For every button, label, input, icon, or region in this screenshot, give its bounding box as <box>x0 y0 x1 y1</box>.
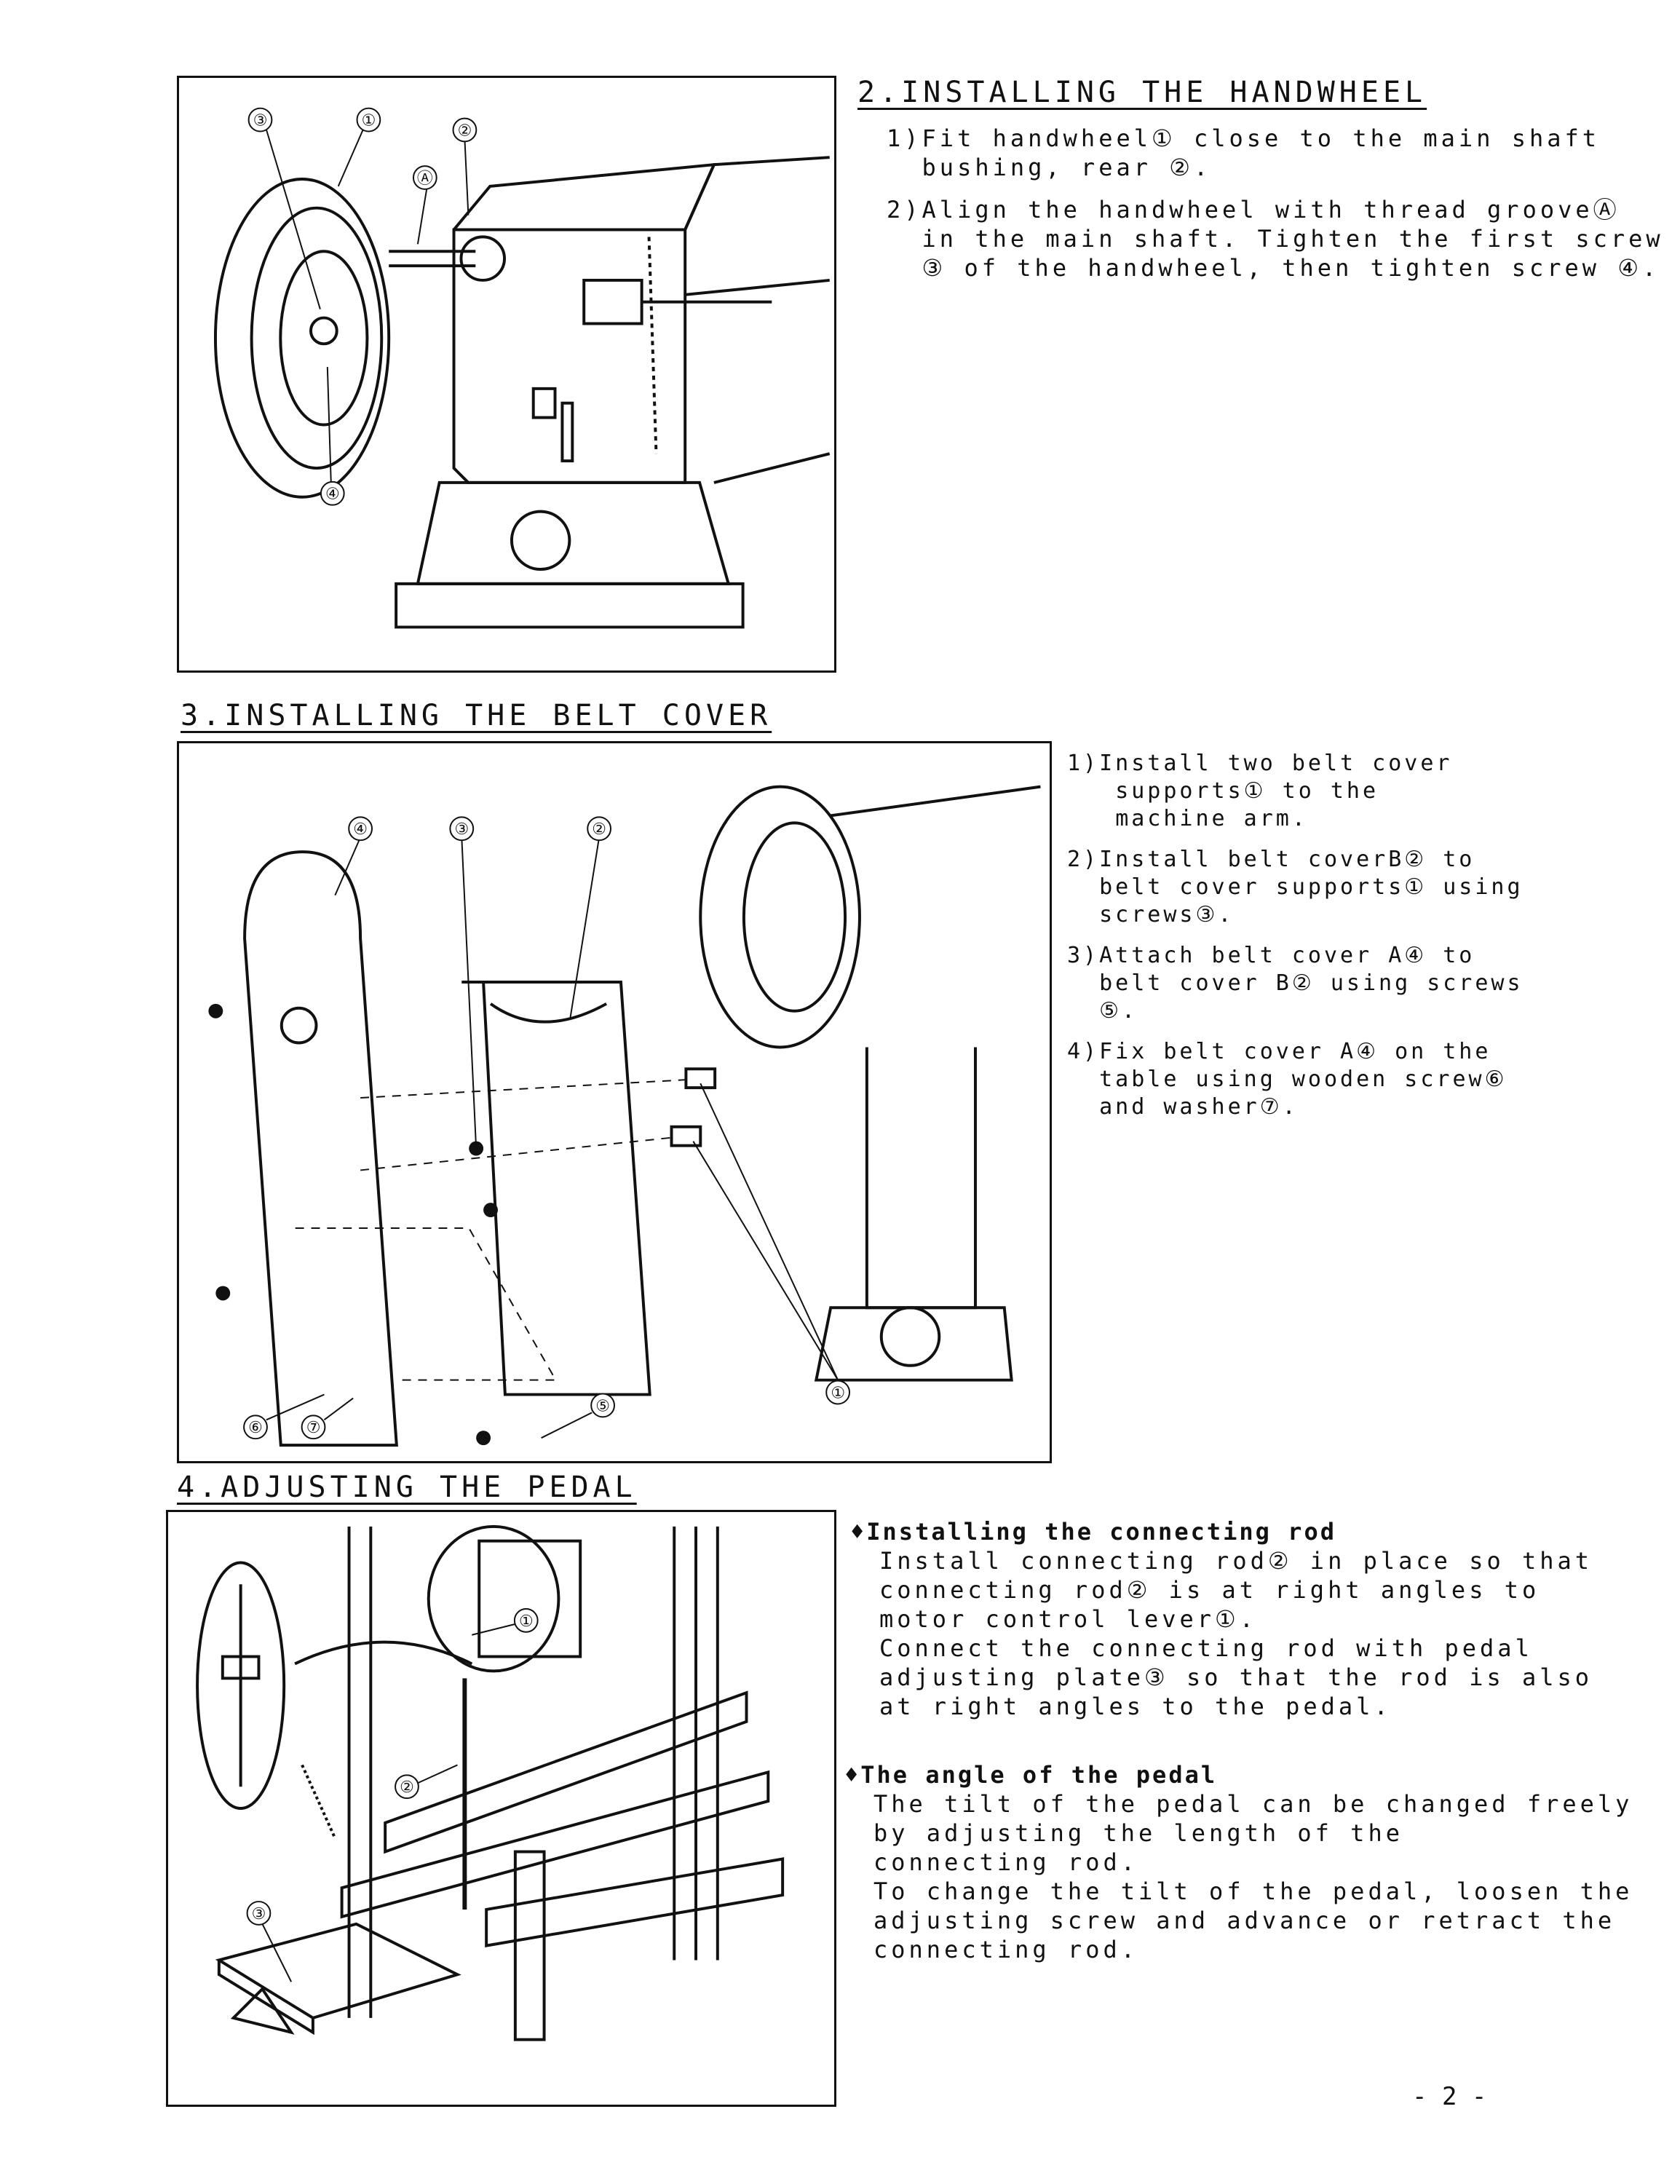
section3-step-4: 4)Fix belt cover A④ on the table using w… <box>1067 1039 1507 1120</box>
section3-steps: 1)Install two belt cover supports① to th… <box>1067 750 1524 1134</box>
text-line: adjusting screw and advance or retract t… <box>873 1907 1616 1934</box>
pedal-illustration: ① ② ③ <box>196 1524 785 2041</box>
text-line: motor control lever①. <box>879 1605 1257 1633</box>
callout-1: ① <box>831 1385 845 1403</box>
subheading-pedal-angle: ♦The angle of the pedal <box>844 1761 1218 1789</box>
section3-step-3: 3)Attach belt cover A④ to belt cover B② … <box>1067 943 1524 1024</box>
callout-4: ④ <box>325 486 340 504</box>
belt-cover-figure: ④ ③ ② ① ⑥ ⑦ ⑤ <box>177 741 1052 1463</box>
section2-step-1: 1)Fit handwheel① close to the main shaft… <box>887 124 1601 181</box>
pedal-figure: ① ② ③ <box>166 1510 836 2107</box>
section4-connecting-rod: ♦Installing the connecting rod Install c… <box>850 1517 1593 1721</box>
text-line: The tilt of the pedal can be changed fre… <box>873 1790 1633 1818</box>
text-line: To change the tilt of the pedal, loosen … <box>873 1878 1633 1905</box>
handwheel-illustration: ③ ① ② Ⓐ ④ <box>213 107 831 629</box>
text-line: connecting rod. <box>873 1848 1138 1876</box>
callout-1: ① <box>519 1613 534 1631</box>
text-line: adjusting plate③ so that the rod is also <box>879 1663 1593 1691</box>
text-line: connecting rod② is at right angles to <box>879 1576 1540 1604</box>
section4-pedal-angle: ♦The angle of the pedal The tilt of the … <box>844 1760 1633 1964</box>
section3-step-2: 2)Install belt coverB② to belt cover sup… <box>1067 847 1524 927</box>
callout-7: ⑦ <box>306 1419 321 1437</box>
text-line: at right angles to the pedal. <box>879 1693 1392 1720</box>
section2-heading: 2.INSTALLING THE HANDWHEEL <box>857 76 1427 109</box>
text-line: Install connecting rod② in place so that <box>879 1547 1593 1575</box>
callout-4: ④ <box>353 820 368 839</box>
text-line: connecting rod. <box>873 1936 1138 1963</box>
callout-a: Ⓐ <box>417 170 433 188</box>
callout-3: ③ <box>252 1905 266 1923</box>
section2-step-2: 2)Align the handwheel with thread groove… <box>887 196 1664 282</box>
callout-2: ② <box>400 1779 414 1797</box>
handwheel-figure: ③ ① ② Ⓐ ④ <box>177 76 836 673</box>
section4-heading: 4.ADJUSTING THE PEDAL <box>177 1471 637 1504</box>
callout-2: ② <box>458 122 472 140</box>
section3-heading: 3.INSTALLING THE BELT COVER <box>181 699 772 732</box>
subheading-connecting-rod: ♦Installing the connecting rod <box>850 1518 1336 1546</box>
callout-1: ① <box>362 112 376 130</box>
callout-3: ③ <box>454 820 469 839</box>
callout-6: ⑥ <box>248 1419 263 1437</box>
callout-5: ⑤ <box>595 1397 610 1415</box>
section3-step-1: 1)Install two belt cover supports① to th… <box>1067 751 1453 831</box>
callout-3: ③ <box>253 112 268 130</box>
callout-2: ② <box>592 820 606 839</box>
belt-cover-illustration: ④ ③ ② ① ⑥ ⑦ ⑤ <box>208 785 1041 1447</box>
text-line: by adjusting the length of the <box>873 1819 1403 1847</box>
text-line: Connect the connecting rod with pedal <box>879 1634 1533 1662</box>
page-number: - 2 - <box>1412 2082 1487 2111</box>
section2-steps: 1)Fit handwheel① close to the main shaft… <box>887 124 1664 296</box>
